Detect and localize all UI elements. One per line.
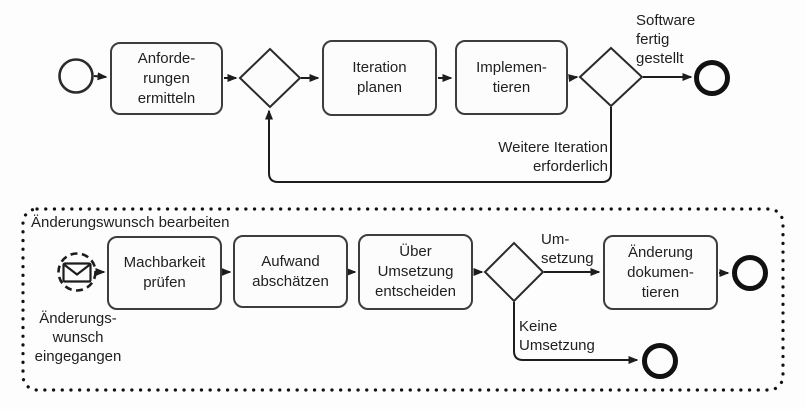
flow-start-to-task1 xyxy=(93,72,108,81)
label-keine-umsetzung: Keine Umsetzung xyxy=(519,318,595,354)
label-aenderungswunsch-eingegangen: Änderungs- wunsch eingegangen xyxy=(34,310,122,365)
envelope-icon xyxy=(62,262,92,283)
gateway-umsetzung-diamond xyxy=(483,241,545,303)
task-iteration-planen: Iteration planen xyxy=(322,40,437,116)
end-event-keine-umsetzung-circle xyxy=(642,343,678,379)
subprocess-title: Änderungswunsch bearbeiten xyxy=(31,214,230,231)
end-event-software-circle xyxy=(694,60,730,96)
sequence-flows-top xyxy=(93,72,693,183)
end-event-dokumentiert-circle xyxy=(732,255,768,291)
task-implementieren: Implemen- tieren xyxy=(455,40,568,115)
task-aufwand-abschaetzen: Aufwand abschätzen xyxy=(233,235,348,308)
sequence-flows-subprocess xyxy=(95,268,730,364)
label-weitere-iteration: Weitere Iteration erforderlich xyxy=(498,139,608,175)
start-event-circle xyxy=(58,58,94,94)
task-aenderung-dokumentieren: Änderung dokumen- tieren xyxy=(603,235,718,310)
gateway-iteration-decision-diamond xyxy=(578,46,644,108)
task-machbarkeit-pruefen: Machbarkeit prüfen xyxy=(107,236,222,310)
task-ueber-umsetzung-entscheiden: Über Umsetzung entscheiden xyxy=(358,234,473,310)
gateway-merge-diamond xyxy=(238,47,302,109)
task-anforderungen-ermitteln: Anforde- rungen ermitteln xyxy=(110,42,223,115)
flow-task3-to-gateway2 xyxy=(568,74,579,83)
flow-keine-umsetzung xyxy=(513,302,639,364)
flow-loop-back xyxy=(265,107,612,183)
label-software-fertig-gestellt: Software fertig gestellt xyxy=(636,12,696,67)
subprocess-container-border xyxy=(21,207,785,392)
label-umsetzung: Um- setzung xyxy=(541,231,594,267)
